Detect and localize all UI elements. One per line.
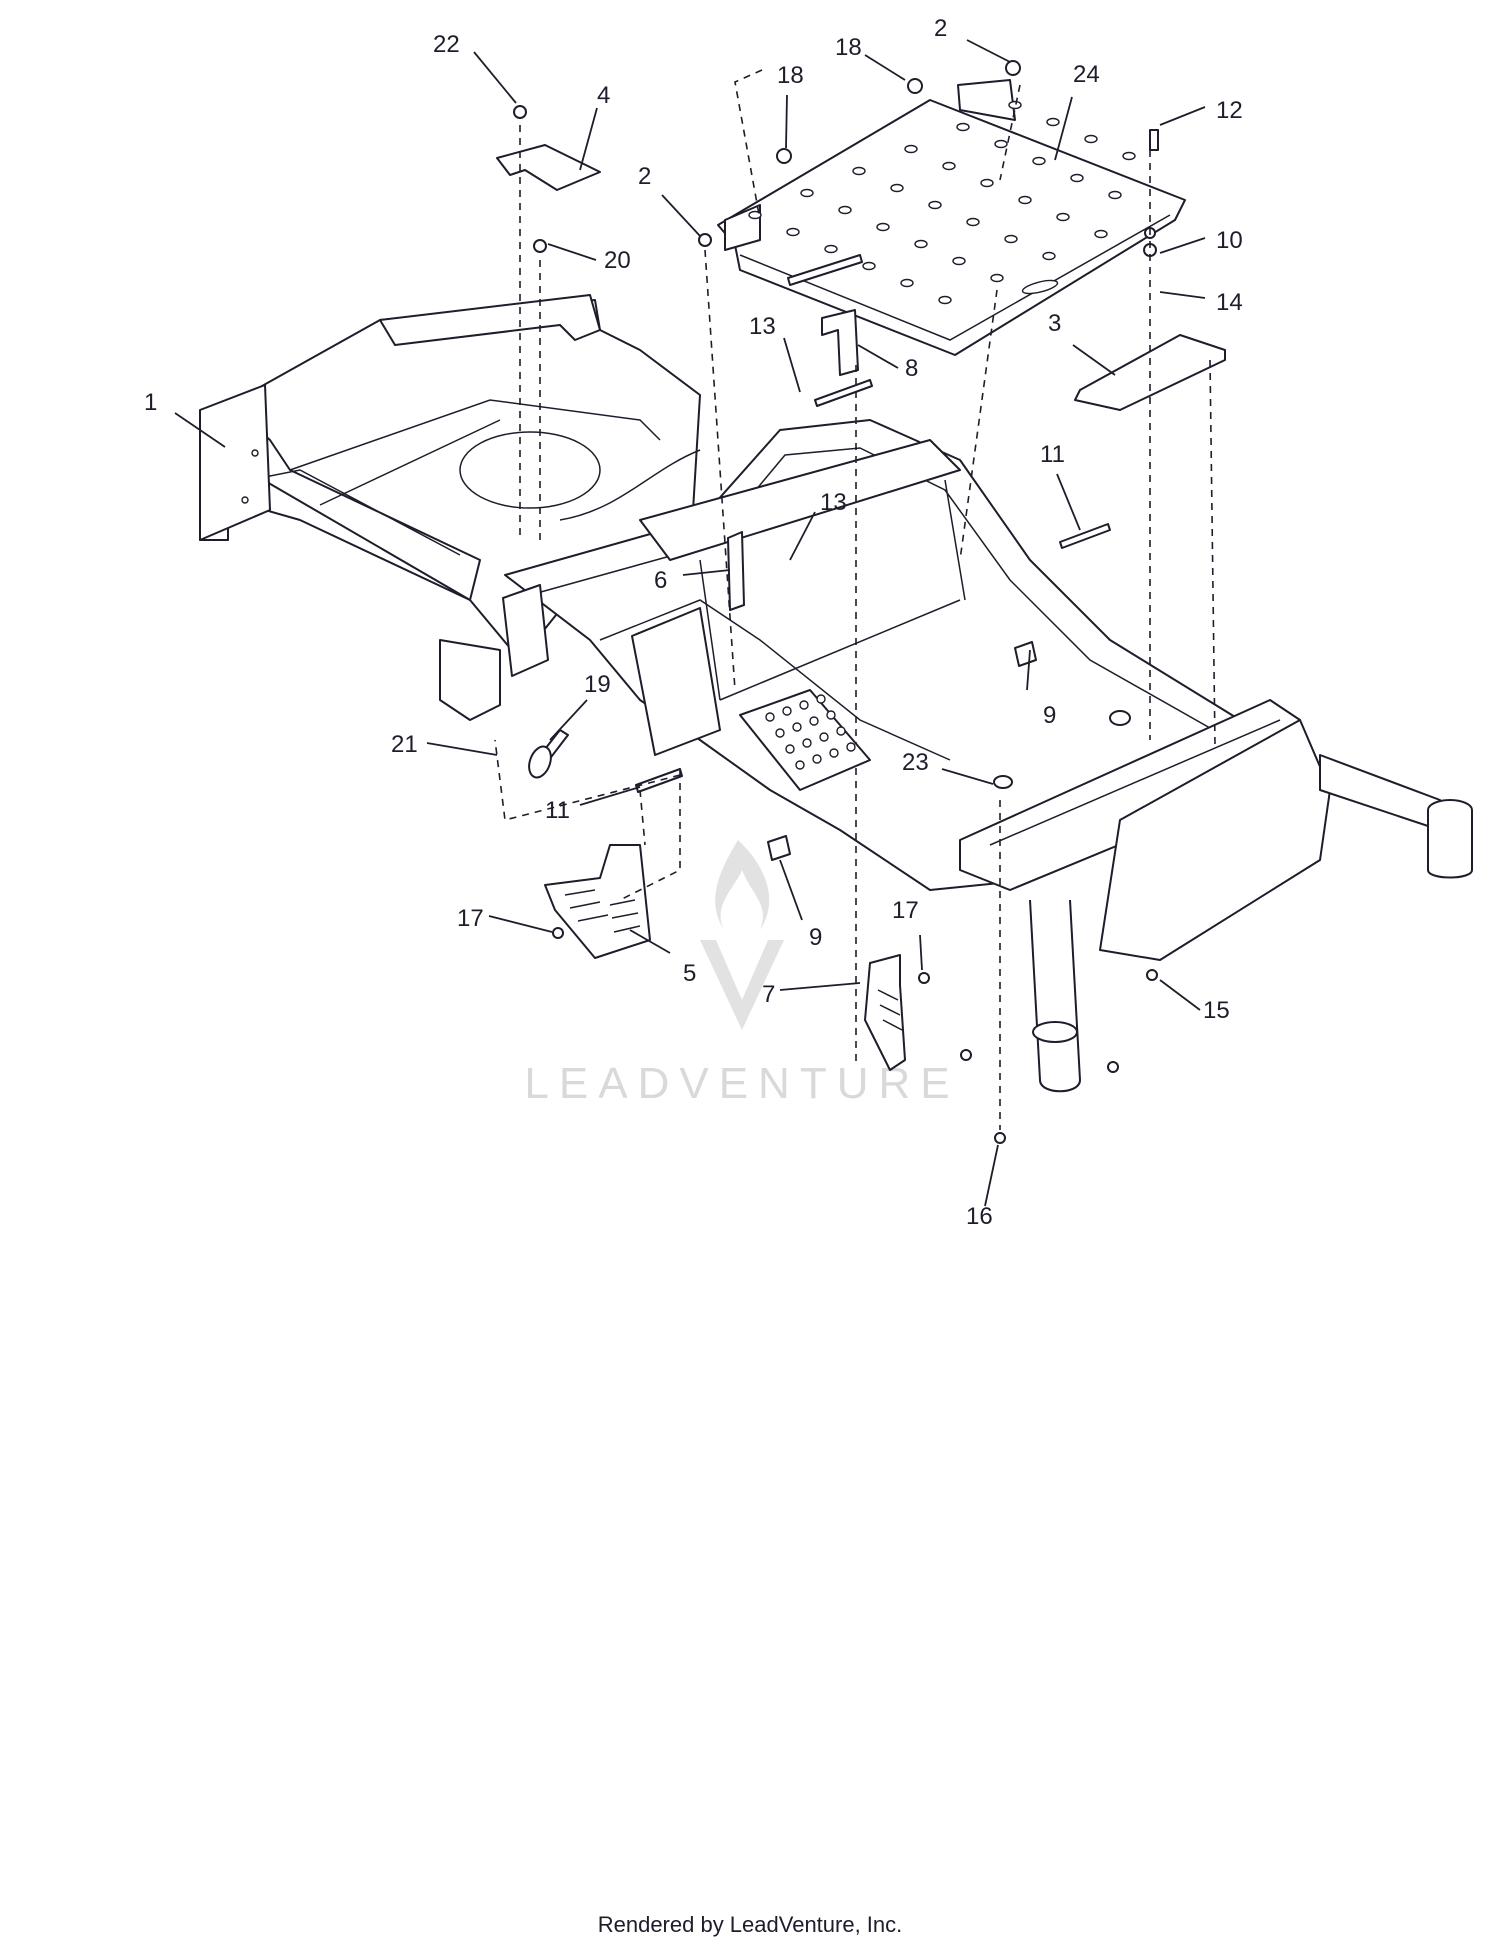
callout-22: 22 [433,31,460,58]
footrest-7-slots [877,989,903,1031]
plate-hole [1084,134,1098,144]
plate-hole [800,188,814,198]
watermark-text: LEADVENTURE [524,1059,959,1108]
plate-hole [1018,195,1032,205]
callout-24: 24 [1073,61,1100,88]
plate-hole [1056,212,1070,222]
plate-hole [1046,117,1060,127]
plate-hole [1070,173,1084,183]
plate-hole [1094,229,1108,239]
callout-2: 2 [638,163,651,190]
plate-hole [966,217,980,227]
callout-5: 5 [683,960,696,987]
callout-17: 17 [892,897,919,924]
footrest-5 [544,844,651,959]
leader-lines [174,39,1206,1207]
plate-hole [1008,100,1022,110]
plate-hole [1032,156,1046,166]
main-frame [199,294,1473,1093]
plate-hole [862,261,876,271]
callout-14: 14 [1216,289,1243,316]
plate-hole [824,244,838,254]
callout-1: 1 [144,389,157,416]
foot-pad-holes [739,689,871,791]
bracket-4 [496,144,601,191]
plate-hole [904,144,918,154]
plate-hole [1122,151,1136,161]
plate-hole [980,178,994,188]
plate-hole [938,295,952,305]
plate-hole [900,278,914,288]
callout-19: 19 [584,671,611,698]
plate-hole [990,273,1004,283]
bracket-8 [821,309,859,376]
assembly-lines [494,69,1216,1130]
plate-hole [956,122,970,132]
plate-hole [890,183,904,193]
callout-labels: 22 4 18 18 2 24 12 2 20 10 14 13 8 3 1 1… [144,15,1243,1230]
callout-4: 4 [597,82,610,109]
footrest-7 [864,954,906,1071]
callout-11: 11 [545,797,570,824]
callout-11: 11 [1040,441,1065,468]
callout-17: 17 [457,905,484,932]
callout-13: 13 [749,313,776,340]
callout-21: 21 [391,731,418,758]
bracket-6 [727,531,745,611]
callout-16: 16 [966,1203,993,1230]
callout-12: 12 [1216,97,1243,124]
footrest-5-slots [564,889,641,933]
callout-2: 2 [934,15,947,42]
callout-10: 10 [1216,227,1243,254]
callout-9: 9 [809,924,822,951]
plate-hole [994,139,1008,149]
callout-20: 20 [604,247,631,274]
callout-3: 3 [1048,310,1061,337]
plate-hole [876,222,890,232]
plate-hole [914,239,928,249]
plate-hole [1108,190,1122,200]
plate-hole [1042,251,1056,261]
callout-7: 7 [762,981,775,1008]
plate-hole [852,166,866,176]
callout-13: 13 [820,489,847,516]
callout-15: 15 [1203,997,1230,1024]
footer-credit: Rendered by LeadVenture, Inc. [597,1912,903,1937]
plate-hole [838,205,852,215]
callout-6: 6 [654,567,667,594]
floor-plate [717,79,1186,356]
callout-18: 18 [777,62,804,89]
plate-hole [928,200,942,210]
plate-hole [1004,234,1018,244]
plate-hole [952,256,966,266]
callout-8: 8 [905,355,918,382]
callout-18: 18 [835,34,862,61]
callout-9: 9 [1043,702,1056,729]
hardware [513,60,1159,1144]
plate-hole [786,227,800,237]
callout-23: 23 [902,749,929,776]
plate-hole [942,161,956,171]
leadventure-watermark: LEADVENTURE [524,840,959,1108]
